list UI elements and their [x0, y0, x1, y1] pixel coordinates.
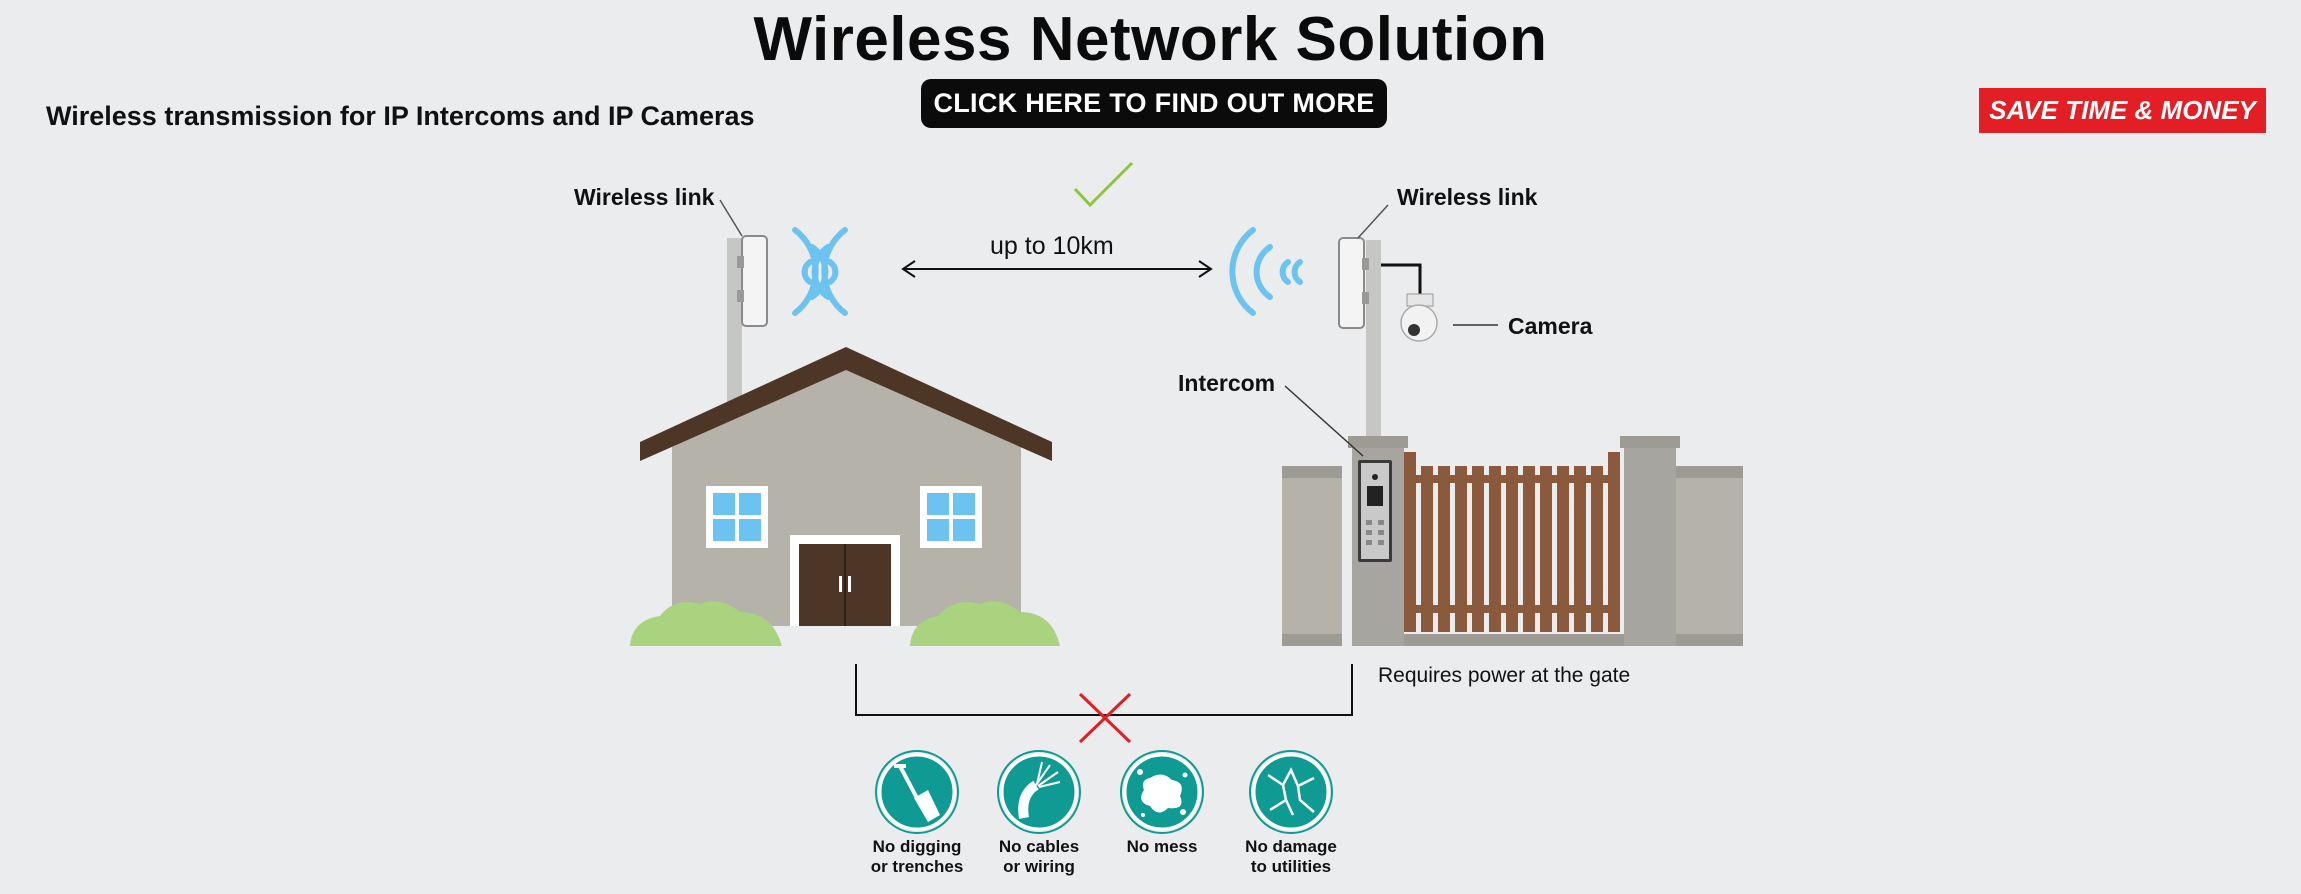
page-title: Wireless Network Solution [753, 5, 1548, 74]
left-antenna-icon [719, 199, 768, 327]
left-pole [727, 238, 742, 406]
intercom-icon [1284, 385, 1392, 562]
crack-icon [1249, 750, 1333, 834]
check-icon [1073, 161, 1134, 208]
camera-label: Camera [1508, 313, 1593, 339]
house-icon [630, 347, 1060, 646]
distance-label: up to 10km [990, 232, 1114, 260]
intercom-label: Intercom [1178, 370, 1276, 396]
right-wireless-link-label: Wireless link [1397, 184, 1538, 210]
find-out-more-button[interactable]: CLICK HERE TO FIND OUT MORE [921, 79, 1387, 128]
shovel-icon [875, 750, 959, 834]
save-time-money-badge: SAVE TIME & MONEY [1979, 88, 2266, 133]
power-note: Requires power at the gate [1378, 664, 1631, 687]
gate-icon [1404, 452, 1620, 632]
right-pole [1366, 240, 1381, 440]
distance-arrow [901, 260, 1213, 278]
camera-cable [1381, 263, 1422, 300]
right-antenna-icon [1338, 204, 1389, 329]
right-wifi-icon [1229, 227, 1303, 316]
camera-icon [1400, 293, 1498, 342]
no-cable-bracket [855, 664, 1353, 716]
cross-icon [1078, 692, 1132, 744]
splat-icon [1120, 750, 1204, 834]
left-wifi-icon [792, 227, 848, 316]
page-subtitle: Wireless transmission for IP Intercoms a… [46, 101, 755, 131]
feature-label-mess: No mess [1126, 837, 1198, 856]
cable-icon [997, 750, 1081, 834]
left-wireless-link-label: Wireless link [574, 184, 715, 210]
